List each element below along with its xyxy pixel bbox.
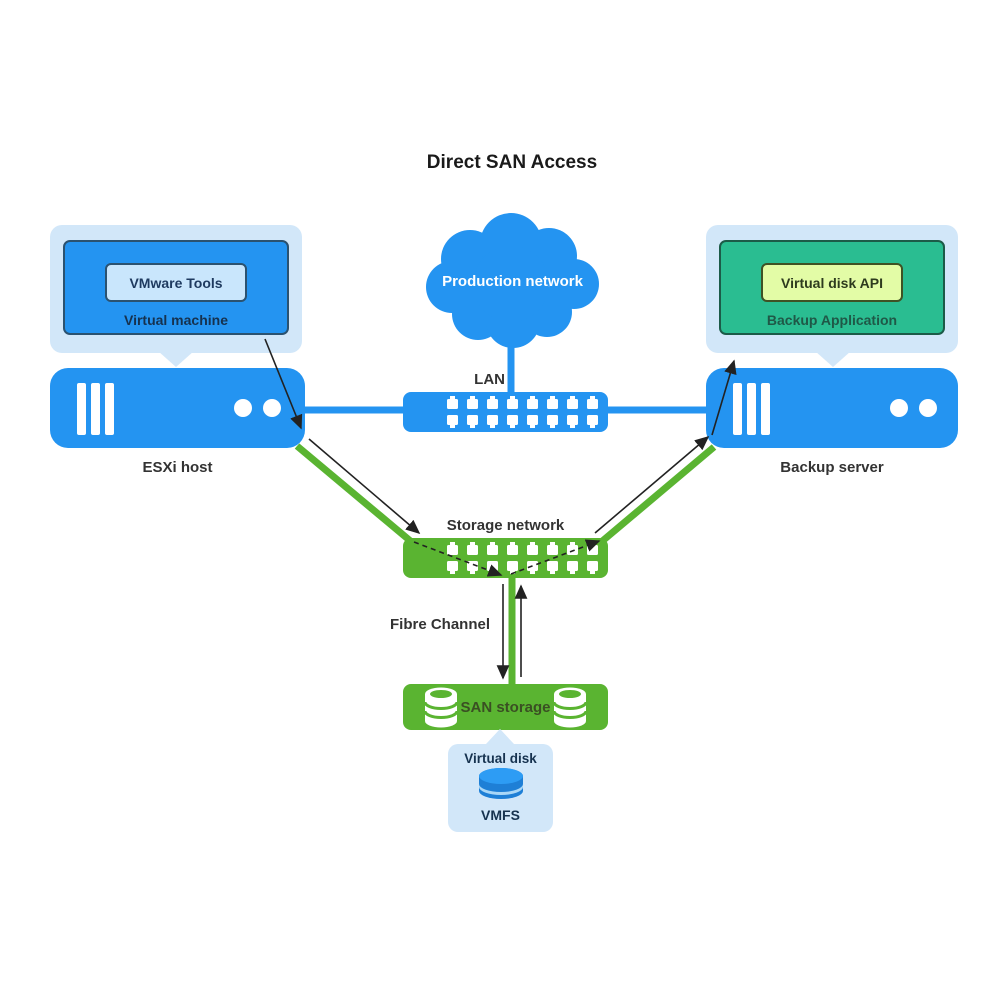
rj45-port-icon bbox=[587, 542, 598, 555]
rj45-port-icon bbox=[507, 542, 518, 555]
vmfs-label: VMFS bbox=[481, 807, 520, 823]
backup-monitor: Virtual disk API Backup Application bbox=[706, 225, 958, 353]
rj45-port-icon bbox=[467, 561, 478, 574]
lan-label: LAN bbox=[474, 371, 505, 388]
rj45-port-icon bbox=[447, 561, 458, 574]
storage-network-label: Storage network bbox=[446, 517, 565, 534]
rj45-port-icon bbox=[527, 415, 538, 428]
vm-monitor-tail-icon bbox=[158, 351, 194, 367]
rj45-port-icon bbox=[447, 542, 458, 555]
rj45-port-icon bbox=[547, 396, 558, 409]
backup-server bbox=[706, 368, 958, 448]
rj45-port-icon bbox=[547, 542, 558, 555]
rj45-port-icon bbox=[527, 561, 538, 574]
disk-icon bbox=[478, 768, 523, 799]
esxi-host-label: ESXi host bbox=[142, 459, 213, 476]
esxi-host-server bbox=[50, 368, 305, 448]
san-storage-label: SAN storage bbox=[460, 698, 551, 716]
led-icon bbox=[263, 399, 281, 417]
page-title: Direct SAN Access bbox=[426, 152, 598, 173]
rj45-port-icon bbox=[567, 396, 578, 409]
storage-network-switch bbox=[403, 538, 608, 578]
vm-screen: VMware Tools Virtual machine bbox=[63, 240, 289, 335]
vmware-tools-box: VMware Tools bbox=[105, 263, 247, 302]
rj45-port-icon bbox=[587, 396, 598, 409]
backup-screen: Virtual disk API Backup Application bbox=[719, 240, 945, 335]
rj45-port-icon bbox=[467, 415, 478, 428]
lan-switch bbox=[403, 392, 608, 432]
rj45-port-icon bbox=[487, 561, 498, 574]
led-icon bbox=[890, 399, 908, 417]
rj45-port-icon bbox=[467, 542, 478, 555]
rj45-port-icon bbox=[567, 561, 578, 574]
storage-to-backup-link bbox=[597, 444, 717, 546]
rj45-port-icon bbox=[587, 415, 598, 428]
led-icon bbox=[919, 399, 937, 417]
virtual-disk-label: Virtual disk bbox=[464, 751, 537, 766]
rj45-port-icon bbox=[447, 396, 458, 409]
switch-to-backup-arrow bbox=[594, 435, 710, 534]
vm-monitor: VMware Tools Virtual machine bbox=[50, 225, 302, 353]
rj45-port-icon bbox=[507, 415, 518, 428]
drive-slot-icon bbox=[733, 383, 742, 435]
san-storage: SAN storage bbox=[403, 684, 608, 730]
rj45-port-icon bbox=[547, 561, 558, 574]
rj45-port-icon bbox=[567, 542, 578, 555]
backup-screen-label: Backup Application bbox=[766, 312, 898, 328]
rj45-port-icon bbox=[447, 415, 458, 428]
virtual-disk-callout: Virtual disk VMFS bbox=[448, 744, 553, 832]
virtual-disk-api-box: Virtual disk API bbox=[761, 263, 903, 302]
rj45-port-icon bbox=[507, 561, 518, 574]
rj45-port-icon bbox=[487, 415, 498, 428]
rj45-port-icon bbox=[587, 561, 598, 574]
production-network-label: Production network bbox=[442, 273, 583, 290]
led-icon bbox=[234, 399, 252, 417]
rj45-port-icon bbox=[567, 415, 578, 428]
vdisk-callout-tail-icon bbox=[486, 729, 514, 744]
rj45-port-icon bbox=[507, 396, 518, 409]
rj45-port-icon bbox=[527, 396, 538, 409]
vm-screen-label: Virtual machine bbox=[123, 312, 228, 328]
drive-slot-icon bbox=[747, 383, 756, 435]
rj45-port-icon bbox=[487, 396, 498, 409]
database-icon bbox=[552, 687, 588, 728]
database-icon bbox=[423, 687, 459, 728]
rj45-port-icon bbox=[467, 396, 478, 409]
rj45-port-icon bbox=[527, 542, 538, 555]
drive-slot-icon bbox=[77, 383, 86, 435]
backup-monitor-tail-icon bbox=[815, 351, 851, 367]
backup-server-label: Backup server bbox=[780, 459, 884, 476]
drive-slot-icon bbox=[91, 383, 100, 435]
rj45-port-icon bbox=[547, 415, 558, 428]
drive-slot-icon bbox=[761, 383, 770, 435]
rj45-port-icon bbox=[487, 542, 498, 555]
fibre-channel-label: Fibre Channel bbox=[389, 616, 490, 633]
esxi-to-storage-link bbox=[294, 443, 417, 547]
drive-slot-icon bbox=[105, 383, 114, 435]
